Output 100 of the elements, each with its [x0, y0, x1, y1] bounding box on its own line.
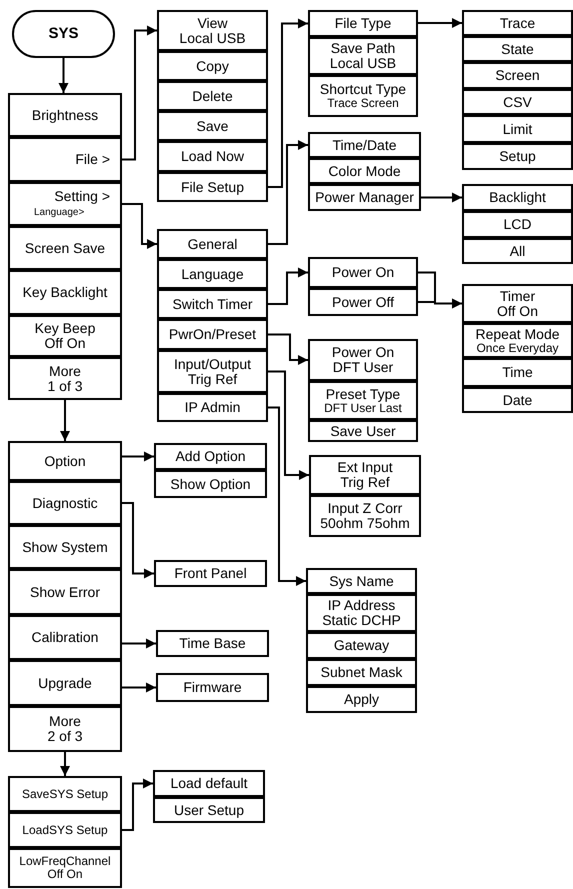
option-text: DFT User	[332, 360, 394, 375]
key-label: Save User	[330, 424, 396, 438]
connector-arrow	[268, 406, 306, 586]
menu-key-box	[462, 184, 573, 211]
key-label: Upgrade	[38, 676, 92, 690]
menu-key-box	[154, 560, 267, 587]
menu-key-box	[157, 111, 268, 141]
menu-key-box	[153, 797, 265, 823]
key-label: Preset Type	[326, 386, 400, 402]
menu-key-box	[8, 569, 122, 615]
menu-key-box	[306, 659, 417, 686]
key-label: Option	[44, 454, 86, 468]
menu-key-box	[8, 776, 122, 812]
menu-key-box	[157, 172, 268, 202]
menu-key-box	[462, 211, 573, 238]
connector-arrow	[122, 26, 157, 160]
menu-key-box	[308, 75, 418, 117]
menu-key-box	[8, 226, 122, 270]
menu-key-box	[8, 481, 122, 525]
key-label: Setting >	[54, 189, 110, 204]
key-label: Power On	[332, 345, 394, 360]
connector-arrow	[122, 682, 156, 692]
key-label: User Setup	[174, 802, 244, 818]
menu-key-box	[8, 812, 122, 848]
key-label: IP Admin	[184, 400, 240, 415]
key-label: SYS	[48, 26, 78, 42]
menu-key-box	[157, 259, 268, 289]
menu-key-box	[8, 660, 122, 706]
menu-key-box	[308, 37, 418, 75]
connector-arrow	[421, 192, 462, 202]
menu-key-box	[462, 10, 573, 36]
option-text: Once Everyday	[476, 342, 559, 354]
menu-key-box	[462, 387, 573, 413]
menu-key-box	[8, 441, 122, 481]
key-label: LoadSYS Setup	[22, 824, 108, 836]
menu-key-box	[306, 594, 417, 632]
menu-key-box	[8, 525, 122, 569]
connector-arrow	[60, 400, 70, 441]
key-label: Time	[502, 365, 533, 380]
key-label: General	[188, 236, 238, 252]
menu-key-box	[8, 270, 122, 315]
menu-key-box	[308, 257, 418, 288]
key-label: Calibration	[32, 630, 98, 645]
menu-key-box	[308, 158, 421, 184]
key-label: CSV	[503, 94, 532, 110]
key-label: Sys Name	[329, 574, 394, 588]
option-text: Trig Ref	[340, 475, 390, 490]
key-label: Key Backlight	[22, 285, 108, 300]
menu-key-box	[8, 315, 122, 357]
key-label: Trace	[500, 16, 536, 30]
key-label: Key Beep	[34, 321, 96, 336]
connector-arrow	[268, 370, 309, 480]
menu-key-box	[306, 632, 417, 659]
key-label: Ext Input	[337, 460, 393, 475]
menu-key-box	[157, 141, 268, 172]
option-text: Off On	[47, 868, 83, 881]
key-label: Show System	[22, 540, 108, 554]
menu-key-box	[156, 673, 269, 702]
menu-key-box	[153, 770, 265, 797]
option-text: Trace Screen	[327, 97, 399, 110]
menu-key-box	[309, 455, 421, 495]
menu-key-box	[157, 289, 268, 319]
connector-arrow	[122, 502, 154, 578]
key-label: Input Z Corr	[328, 501, 402, 516]
menu-key-box	[308, 10, 418, 37]
key-label: Time/Date	[332, 138, 397, 152]
key-label: Subnet Mask	[320, 665, 402, 680]
key-label: View	[197, 16, 228, 30]
menu-key-box	[157, 350, 268, 393]
key-label: More	[49, 364, 81, 378]
connector-arrow	[268, 334, 308, 365]
key-label: Backlight	[489, 190, 546, 205]
key-label: Repeat Mode	[475, 326, 560, 342]
key-label: Language	[181, 266, 244, 282]
connector-arrow	[60, 752, 70, 776]
key-label: Delete	[192, 88, 233, 104]
menu-key-box	[157, 81, 268, 111]
menu-key-box	[308, 381, 418, 420]
menu-key-box	[462, 358, 573, 387]
connector-arrow	[268, 18, 308, 188]
option-text: 2 of 3	[47, 729, 83, 744]
key-label: State	[501, 42, 534, 56]
key-label: LowFreqChannel	[19, 855, 111, 868]
menu-key-box	[308, 339, 418, 381]
menu-key-box	[8, 615, 122, 660]
connector-arrow	[122, 203, 157, 249]
menu-key-box	[308, 420, 418, 442]
key-label: File Setup	[180, 180, 244, 194]
connector-arrow	[418, 298, 462, 308]
connector-arrow	[122, 638, 156, 648]
menu-key-box	[462, 62, 573, 89]
key-label: Power Manager	[315, 190, 414, 205]
menu-key-box	[306, 568, 417, 594]
menu-key-box	[8, 182, 122, 226]
option-text: 50ohm 75ohm	[320, 516, 410, 531]
menu-key-box	[462, 115, 573, 143]
menu-key-box	[462, 36, 573, 62]
option-text: Language>	[33, 208, 84, 219]
key-label: All	[510, 244, 526, 258]
key-label: Save Path	[330, 41, 396, 56]
